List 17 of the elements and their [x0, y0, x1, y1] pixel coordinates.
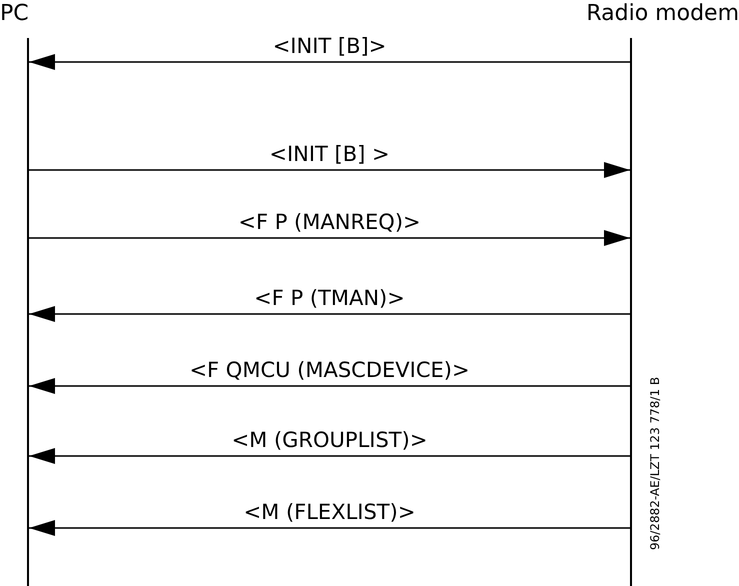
message-arrow: [29, 520, 630, 536]
message-label: <F QMCU (MASCDEVICE)>: [189, 358, 470, 382]
message-label: <M (FLEXLIST)>: [244, 500, 416, 524]
participant-name: Radio modem: [586, 0, 739, 28]
message-arrow: [29, 306, 630, 322]
message-arrow: [29, 448, 630, 464]
message-arrow: [29, 54, 630, 70]
message-label: <INIT [B]>: [272, 34, 386, 58]
message-label: <M (GROUPLIST)>: [232, 428, 428, 452]
message-arrow: [29, 162, 630, 178]
message-label: <F P (TMAN)>: [254, 286, 405, 310]
message-label: <INIT [B] >: [269, 142, 390, 166]
message-arrow: [29, 230, 630, 246]
message-label: <F P (MANREQ)>: [238, 210, 421, 234]
message-arrow: [29, 378, 630, 394]
participant-name: PC: [0, 0, 29, 28]
document-reference: 96/2882-AE/LZT 123 778/1 B: [648, 376, 662, 550]
